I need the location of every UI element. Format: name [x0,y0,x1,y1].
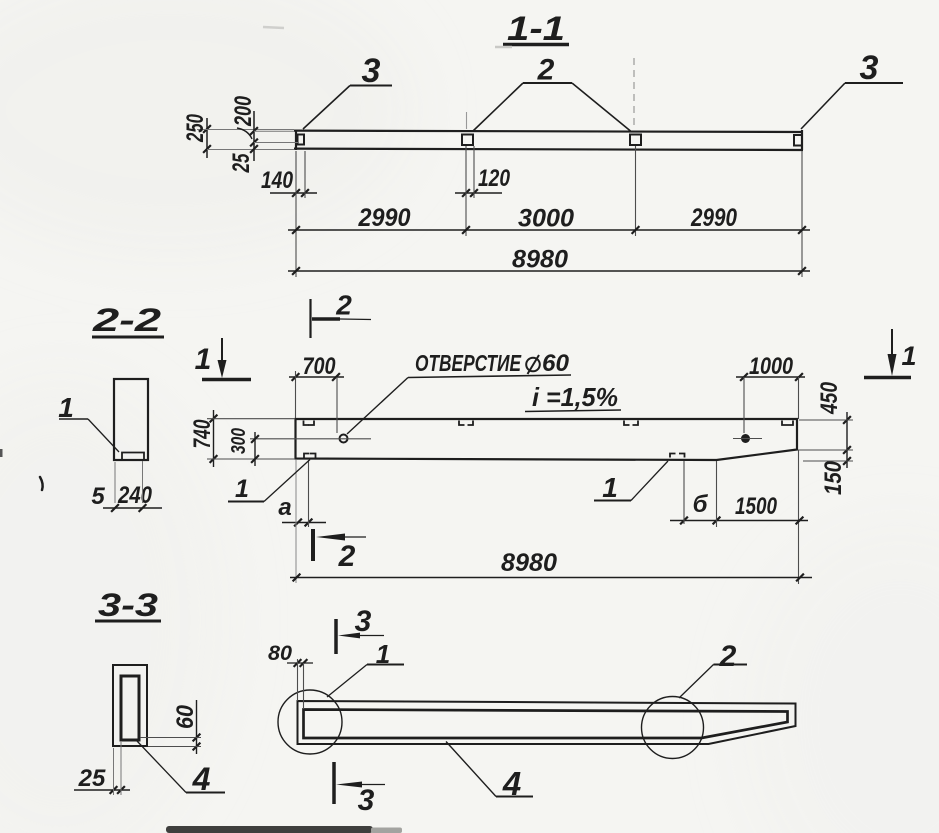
svg-text:1: 1 [376,639,390,669]
svg-text:2990: 2990 [690,204,737,232]
svg-text:700: 700 [303,353,337,380]
svg-text:4: 4 [192,761,211,797]
svg-text:1-1: 1-1 [507,10,565,48]
svg-text:450: 450 [816,381,843,414]
svg-text:i =1,5%: i =1,5% [532,382,618,412]
svg-text:740: 740 [189,419,216,448]
svg-text:1500: 1500 [735,493,778,520]
svg-text:1: 1 [602,472,618,503]
svg-text:1: 1 [58,392,74,423]
svg-text:б: б [693,491,709,518]
svg-text:3: 3 [355,605,372,638]
svg-text:150: 150 [820,460,847,495]
svg-text:140: 140 [261,167,294,194]
svg-text:8980: 8980 [512,246,568,274]
svg-text:120: 120 [478,165,511,192]
svg-text:2: 2 [719,640,737,673]
svg-text:300: 300 [228,428,250,454]
svg-text:1: 1 [901,341,916,371]
svg-text:25: 25 [78,765,106,792]
svg-text:2-2: 2-2 [92,302,162,338]
svg-text:5: 5 [91,483,105,510]
svg-text:240: 240 [117,482,152,509]
svg-text:200: 200 [230,96,257,127]
svg-text:8980: 8980 [501,549,557,577]
svg-text:80: 80 [268,642,292,665]
svg-text:60: 60 [542,350,570,377]
svg-text:а: а [278,494,291,521]
svg-text:3-3: 3-3 [98,587,158,623]
svg-text:3: 3 [358,784,375,817]
svg-text:3: 3 [860,49,879,87]
svg-text:2990: 2990 [358,204,411,232]
svg-text:60: 60 [172,704,199,729]
svg-text:4: 4 [502,765,521,802]
svg-text:3000: 3000 [518,205,574,233]
svg-text:1: 1 [235,475,249,503]
svg-text:2: 2 [335,290,352,321]
svg-text:25: 25 [228,153,255,173]
svg-text:1: 1 [195,343,212,376]
svg-text:ОТВЕРСТИЕ: ОТВЕРСТИЕ [415,350,521,376]
svg-text:2: 2 [338,540,356,573]
svg-text:1000: 1000 [749,353,794,380]
svg-text:2: 2 [537,54,555,87]
svg-text:3: 3 [362,52,381,90]
svg-text:250: 250 [182,114,209,143]
